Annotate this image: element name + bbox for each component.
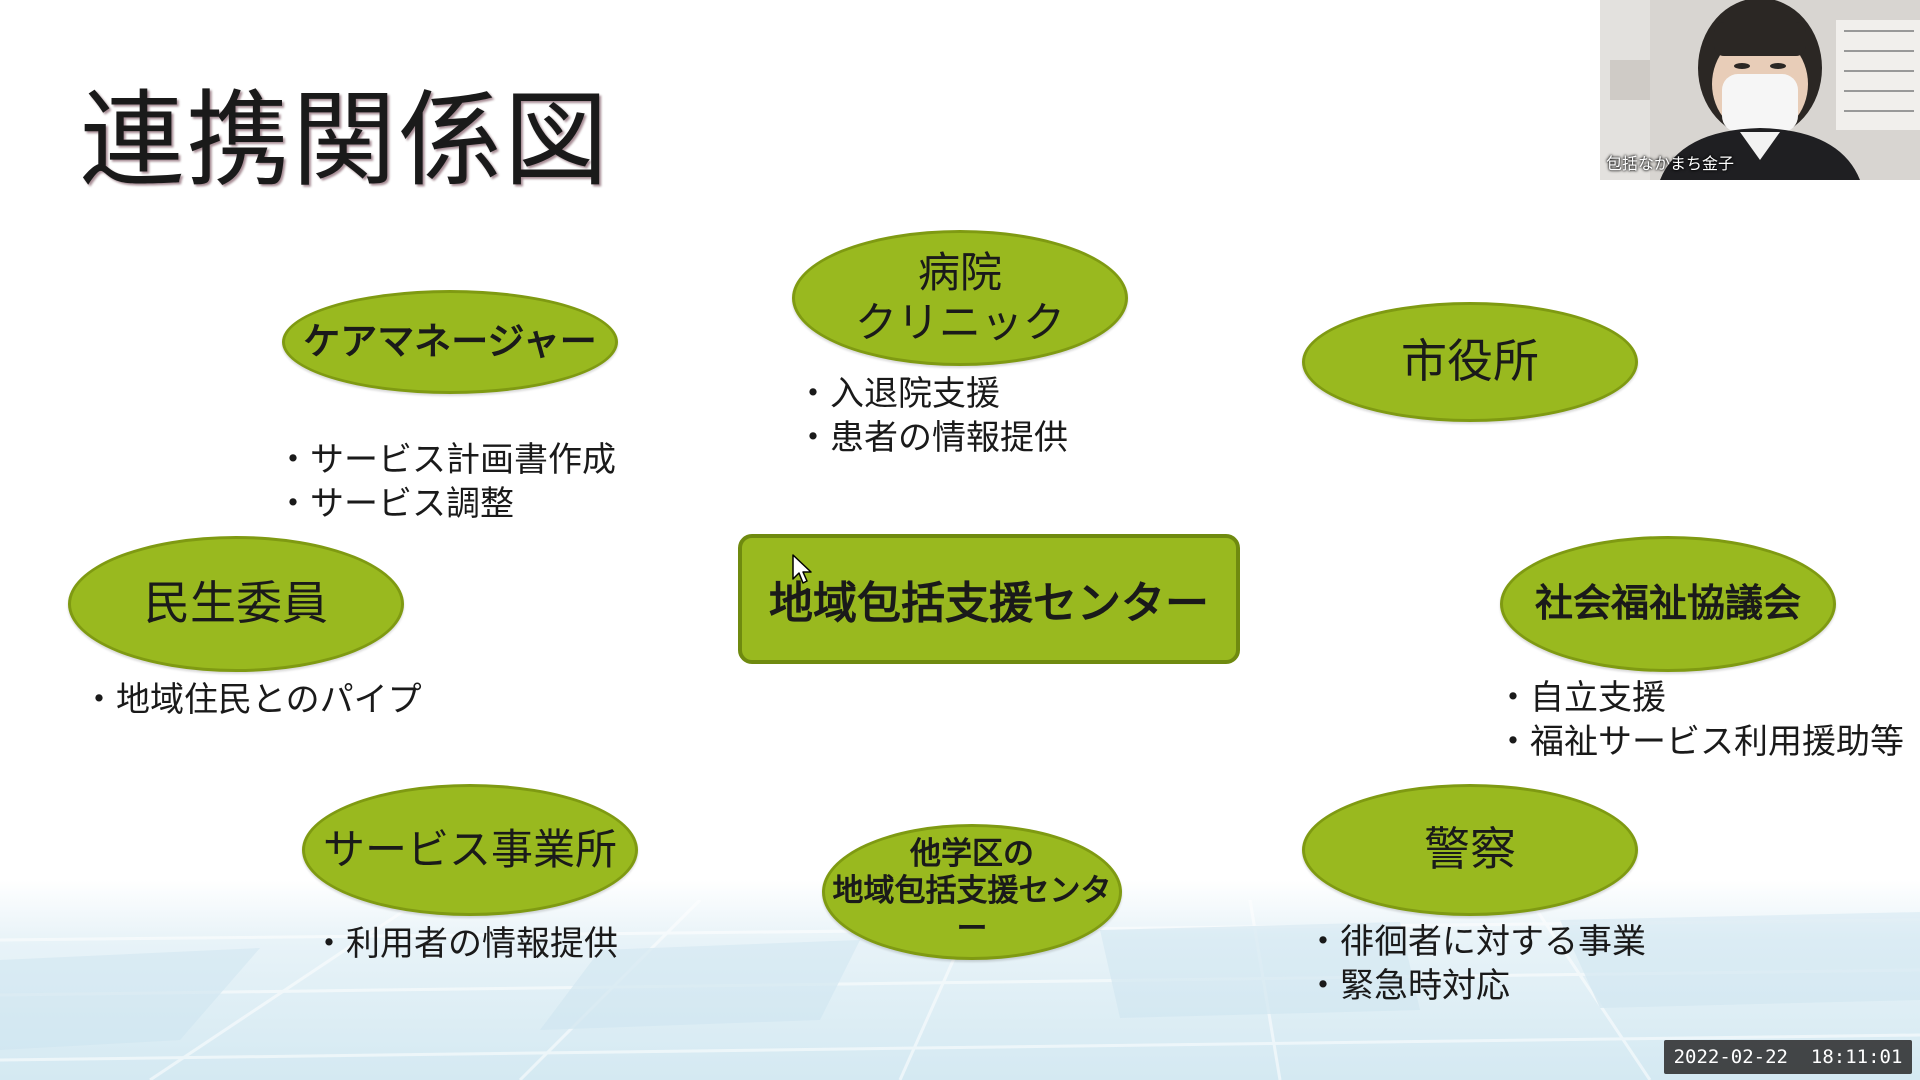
note-item: 徘徊者に対する事業 [1306, 920, 1646, 964]
note-item: 地域住民とのパイプ [82, 678, 422, 722]
center-community-support-center: 地域包括支援センター [738, 534, 1240, 664]
note-item: 福祉サービス利用援助等 [1496, 720, 1904, 764]
center-label: 地域包括支援センター [769, 578, 1209, 629]
note-item: 患者の情報提供 [796, 416, 1068, 460]
node-care-manager-label: ケアマネージャー [303, 319, 597, 363]
notes-service-office: 利用者の情報提供 [312, 922, 618, 966]
node-social-welfare-council-label: 社会福祉協議会 [1534, 581, 1801, 626]
node-city-hall: 市役所 [1302, 302, 1638, 422]
notes-social-welfare-council: 自立支援 福祉サービス利用援助等 [1496, 676, 1904, 764]
notes-hospital: 入退院支援 患者の情報提供 [796, 372, 1068, 460]
node-other-district-center: 他学区の 地域包括支援センター [822, 824, 1122, 960]
notes-welfare-commissioner: 地域住民とのパイプ [82, 678, 422, 722]
note-item: 入退院支援 [796, 372, 1068, 416]
node-police-label: 警察 [1424, 822, 1516, 877]
note-item: サービス調整 [276, 482, 616, 526]
node-care-manager: ケアマネージャー [282, 290, 618, 394]
webcam-video-tile[interactable]: 包括なかまち金子 [1600, 0, 1920, 180]
recording-timestamp: 2022-02-22 18:11:01 [1664, 1040, 1912, 1074]
note-item: サービス計画書作成 [276, 438, 616, 482]
mouse-cursor-icon [792, 554, 812, 584]
slide-title: 連携関係図 [80, 79, 611, 201]
node-hospital: 病院 クリニック [792, 230, 1128, 366]
node-service-office: サービス事業所 [302, 784, 638, 916]
node-service-office-label: サービス事業所 [322, 824, 617, 874]
node-police: 警察 [1302, 784, 1638, 916]
node-social-welfare-council: 社会福祉協議会 [1500, 536, 1836, 672]
node-welfare-commissioner: 民生委員 [68, 536, 404, 672]
note-item: 利用者の情報提供 [312, 922, 618, 966]
webcam-participant-name: 包括なかまち金子 [1606, 154, 1735, 173]
node-hospital-label: 病院 クリニック [854, 247, 1065, 347]
notes-police: 徘徊者に対する事業 緊急時対応 [1306, 920, 1646, 1008]
webcam-video-image [1600, 0, 1920, 180]
node-city-hall-label: 市役所 [1401, 334, 1539, 389]
note-item: 自立支援 [1496, 676, 1904, 720]
node-other-district-center-label: 他学区の 地域包括支援センター [832, 836, 1112, 947]
node-welfare-commissioner-label: 民生委員 [144, 576, 328, 631]
timestamp-text: 2022-02-22 18:11:01 [1673, 1046, 1903, 1068]
notes-care-manager: サービス計画書作成 サービス調整 [276, 438, 616, 526]
note-item: 緊急時対応 [1306, 964, 1646, 1008]
